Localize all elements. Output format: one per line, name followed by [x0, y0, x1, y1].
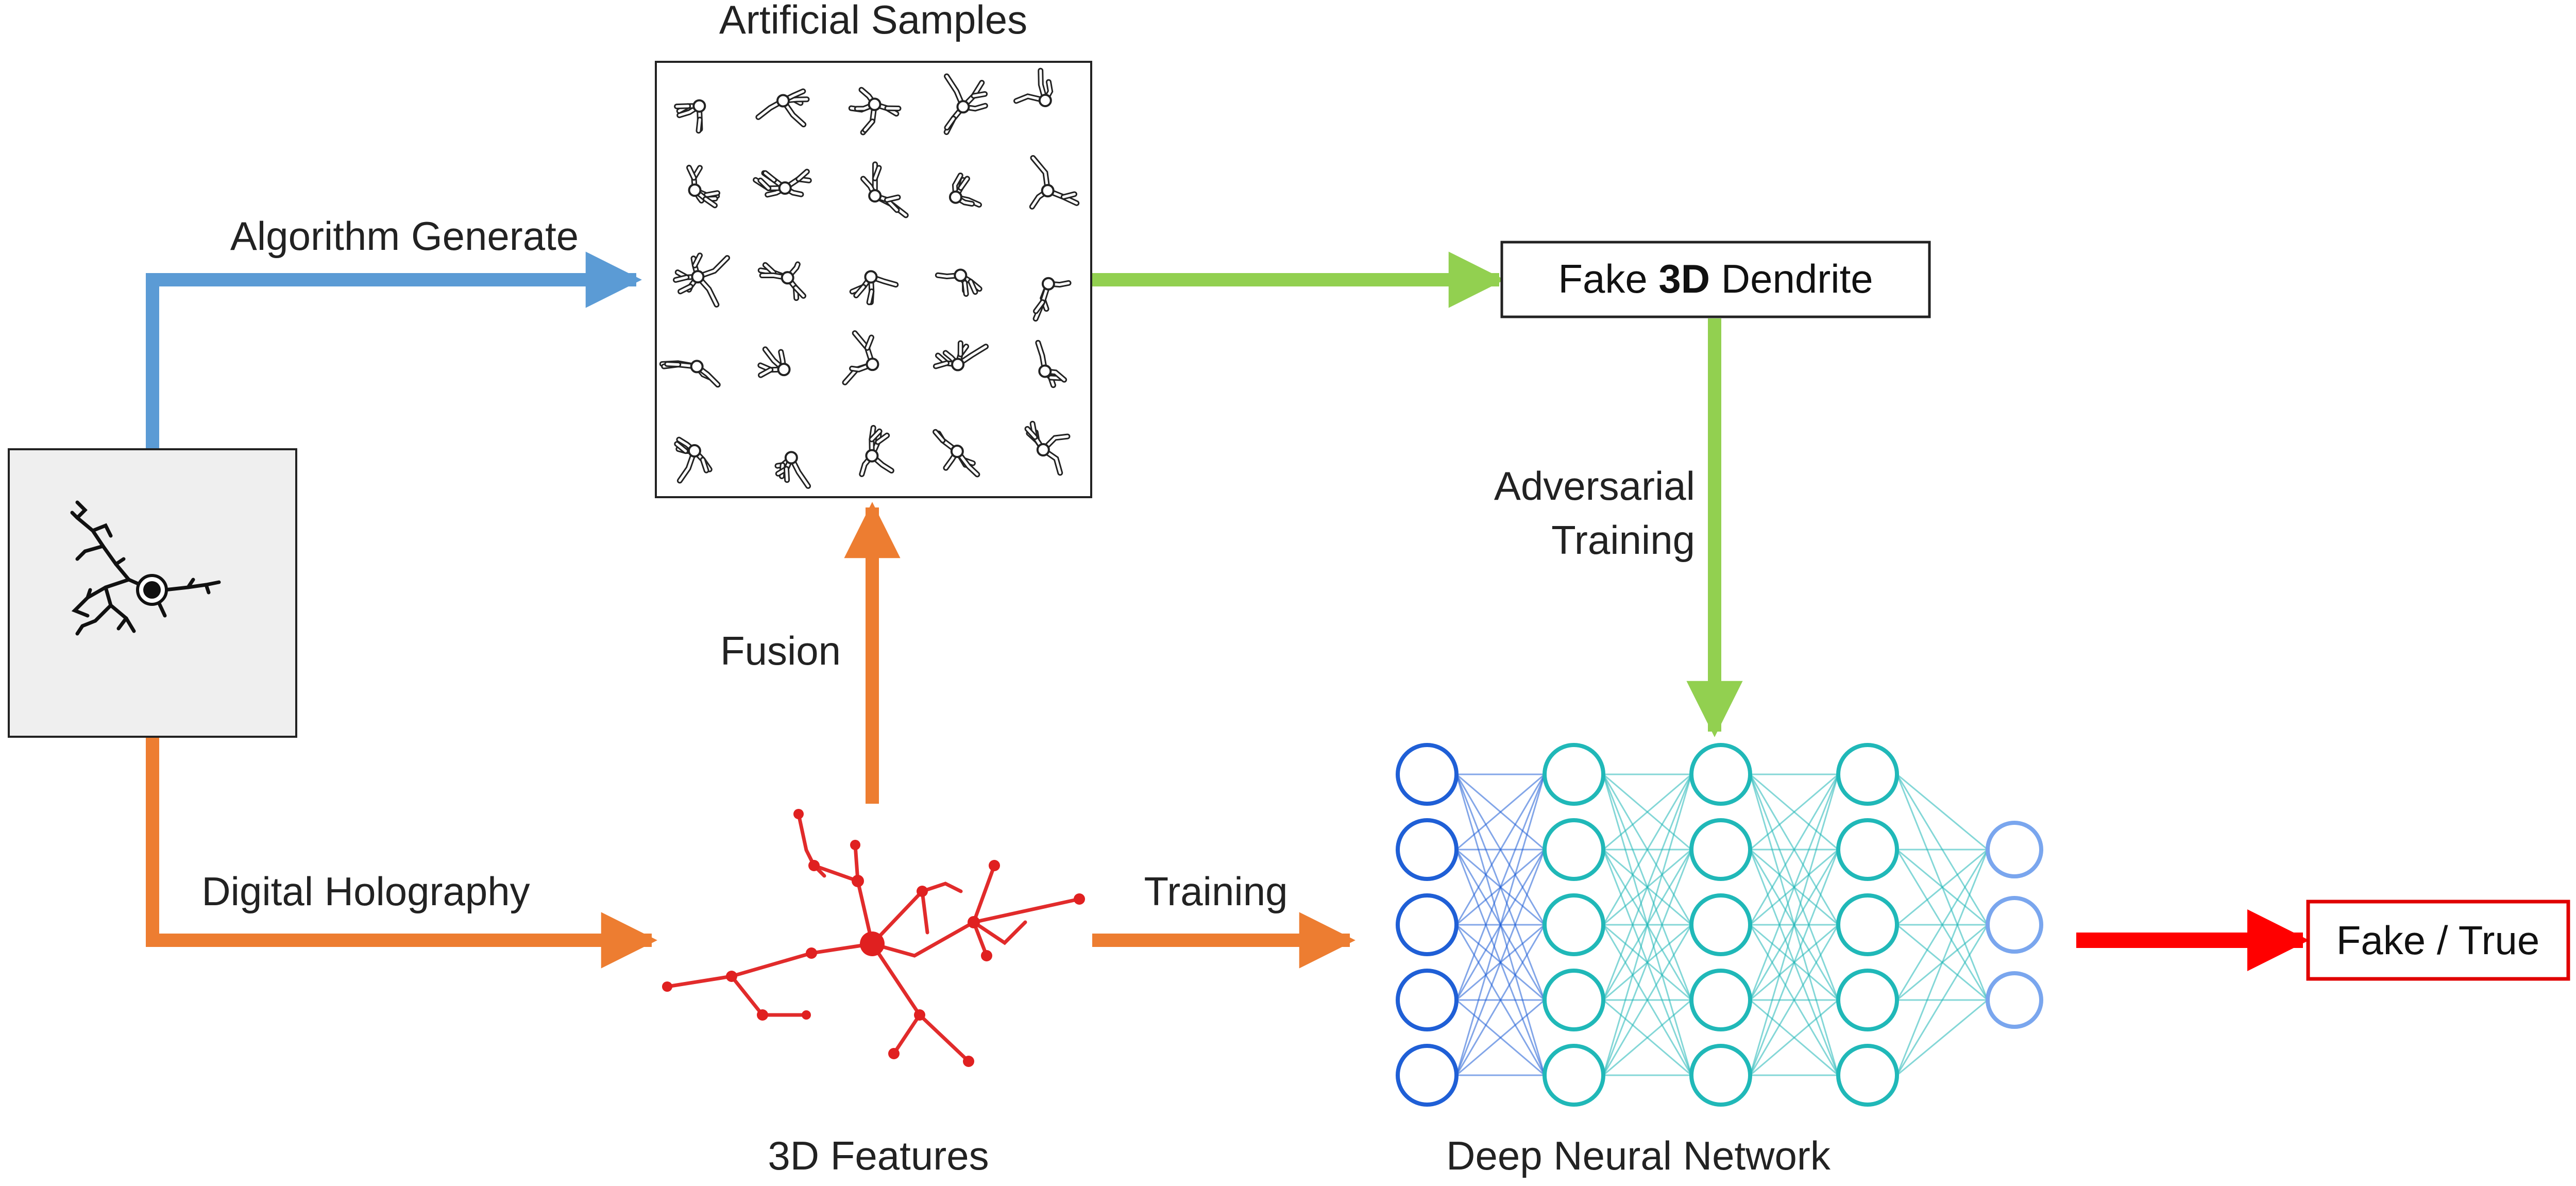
nn-neuron	[1543, 969, 1605, 1031]
artificial-sample	[753, 168, 812, 198]
artificial-sample	[943, 73, 988, 135]
artificial-sample	[842, 330, 879, 385]
artificial-sample	[935, 268, 982, 297]
nn-neuron	[1836, 743, 1899, 806]
nn-neuron	[1396, 743, 1459, 806]
algorithm-generate-label: Algorithm Generate	[230, 213, 579, 259]
digital-holography-arrow	[146, 737, 657, 969]
fusion-label: Fusion	[720, 628, 841, 673]
nn-neuron	[1836, 1044, 1899, 1107]
artificial-sample	[757, 346, 791, 378]
artificial-samples-panel	[655, 61, 1092, 498]
fake-3d-dendrite-box: Fake 3D Dendrite	[1500, 241, 1931, 318]
nn-neuron	[1689, 893, 1752, 956]
adversarial-training-label-line1: Adversarial	[1494, 463, 1695, 509]
nn-neuron	[1543, 1044, 1605, 1107]
nn-neuron	[1543, 893, 1605, 956]
adversarial-training-label-line2: Training	[1551, 517, 1695, 563]
nn-neuron	[1689, 1044, 1752, 1107]
artificial-sample	[948, 172, 982, 208]
artificial-sample	[774, 451, 811, 489]
fake-true-label: Fake / True	[2336, 918, 2540, 963]
features-3d-label: 3D Features	[768, 1133, 989, 1178]
artificial-sample	[757, 261, 806, 301]
nn-neuron	[1986, 821, 2043, 878]
fake-true-box: Fake / True	[2306, 900, 2570, 981]
deep-neural-network-label: Deep Neural Network	[1446, 1133, 1831, 1178]
nn-neuron	[1543, 818, 1605, 881]
nn-neuron	[1836, 818, 1899, 881]
artificial-sample	[1029, 155, 1080, 210]
training-label: Training	[1144, 869, 1288, 914]
artificial-sample	[755, 88, 810, 128]
feature-soma	[860, 931, 885, 956]
dendrite-image	[70, 500, 221, 636]
artificial-sample	[672, 252, 731, 308]
nn-neuron	[1689, 818, 1752, 881]
nn-neuron	[1396, 818, 1459, 881]
artificial-sample	[674, 99, 706, 134]
nn-neuron	[1836, 969, 1899, 1031]
artificial-samples-grid	[659, 67, 1080, 489]
nn-connections	[1455, 773, 1989, 1076]
artificial-sample	[848, 87, 902, 135]
nn-neuron	[1836, 893, 1899, 956]
artificial-sample	[849, 270, 899, 306]
artificial-sample	[860, 161, 909, 218]
artificial-sample	[674, 436, 713, 484]
deep-neural-network	[1396, 743, 2043, 1107]
artificial-sample	[686, 164, 721, 209]
nn-neuron	[1986, 896, 2043, 954]
artificial-sample	[1032, 277, 1072, 322]
artificial-sample	[933, 340, 989, 371]
nn-neuron	[1986, 971, 2043, 1029]
artificial-sample	[859, 425, 894, 477]
3d-feature-graph	[662, 809, 1085, 1067]
nn-neuron	[1396, 1044, 1459, 1107]
nn-neuron	[1543, 743, 1605, 806]
artificial-sample	[1013, 67, 1054, 107]
artificial-sample	[1024, 420, 1071, 476]
artificial-sample	[933, 429, 980, 478]
nn-neuron	[1689, 969, 1752, 1031]
artificial-sample	[1035, 340, 1067, 388]
nn-neuron	[1689, 743, 1752, 806]
artificial-samples-title: Artificial Samples	[719, 0, 1027, 42]
artificial-sample	[659, 360, 721, 388]
nn-neuron	[1396, 893, 1459, 956]
fake-3d-dendrite-label: Fake 3D Dendrite	[1558, 256, 1873, 301]
algorithm-generate-arrow	[146, 251, 642, 448]
input-dendrite-panel	[8, 448, 297, 738]
digital-holography-label: Digital Holography	[201, 869, 530, 914]
nn-neuron	[1396, 969, 1459, 1031]
